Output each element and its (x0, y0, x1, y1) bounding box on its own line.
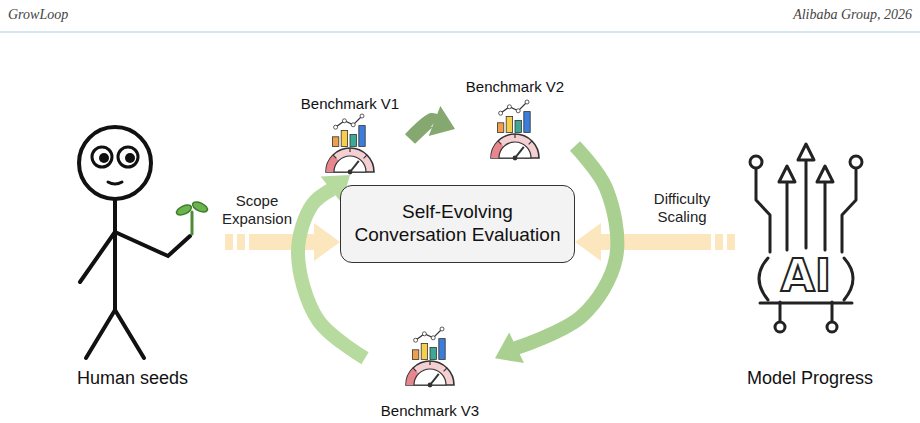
node-text: Human seeds (77, 368, 188, 390)
benchmark-node: Benchmark V1 (290, 95, 410, 175)
flow-arrow (410, 106, 455, 139)
arrow-head (429, 106, 455, 136)
arrow-head (575, 223, 601, 261)
ai-icon (750, 144, 862, 332)
header-rule (0, 32, 920, 33)
node-text: Benchmark V1 (301, 95, 399, 113)
process-box: Self-Evolving Conversation Evaluation (340, 185, 575, 263)
flow-arrow (575, 223, 735, 261)
node-text: Benchmark V3 (381, 402, 479, 420)
node-text: Benchmark V2 (466, 78, 564, 96)
human-figure (79, 127, 209, 358)
benchmark-icon (326, 114, 374, 174)
arrow-head (495, 332, 524, 363)
actor-figure: Human seeds (40, 118, 225, 390)
arrow-head (314, 223, 340, 261)
header-affiliation: Alibaba Group, 2026 (662, 7, 912, 24)
benchmark-icon (491, 100, 539, 160)
model-icon: Model Progress (735, 118, 885, 390)
node-text: Self-Evolving Conversation Evaluation (347, 201, 568, 247)
icon-glyph: AI (761, 250, 851, 303)
benchmark-icon (406, 327, 454, 387)
node-text: Model Progress (747, 368, 873, 390)
edge-label: Difficulty Scaling (637, 190, 727, 226)
benchmark-node: Benchmark V3 (365, 325, 495, 420)
flow-arrow (225, 223, 340, 261)
edge-label: Scope Expansion (212, 192, 302, 228)
header-title: GrowLoop (8, 7, 258, 24)
benchmark-node: Benchmark V2 (455, 78, 575, 163)
